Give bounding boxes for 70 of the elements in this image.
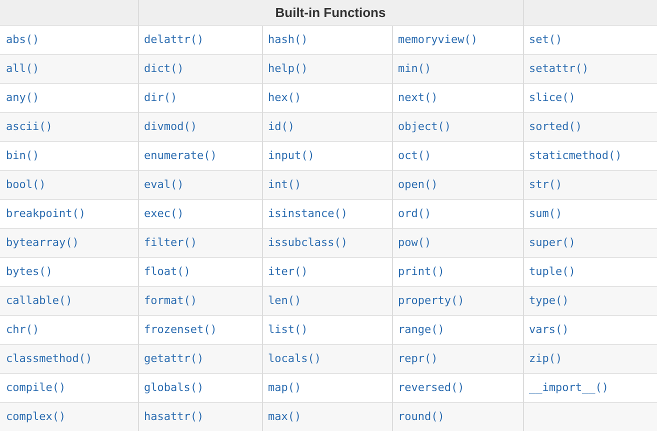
function-name: iter() xyxy=(268,265,308,278)
function-name: int() xyxy=(268,178,302,191)
function-name: delattr() xyxy=(144,33,204,46)
function-name: complex() xyxy=(6,410,66,423)
function-name: divmod() xyxy=(144,120,197,133)
function-name: __import__() xyxy=(529,381,608,394)
function-name: staticmethod() xyxy=(529,149,622,162)
function-name: abs() xyxy=(6,33,40,46)
function-name: hex() xyxy=(268,91,302,104)
function-name: type() xyxy=(529,294,569,307)
function-name: compile() xyxy=(6,381,66,394)
function-name: callable() xyxy=(6,294,72,307)
function-name: round() xyxy=(398,410,444,423)
function-name: isinstance() xyxy=(268,207,348,220)
function-name: print() xyxy=(398,265,444,278)
function-name: property() xyxy=(398,294,464,307)
function-name: bytearray() xyxy=(6,236,79,249)
function-name: issubclass() xyxy=(268,236,348,249)
function-name: locals() xyxy=(268,352,321,365)
function-name: sum() xyxy=(529,207,562,220)
function-name: open() xyxy=(398,178,438,191)
function-name: max() xyxy=(268,410,302,423)
function-name: frozenset() xyxy=(144,323,217,336)
function-name: ord() xyxy=(398,207,432,220)
function-name: globals() xyxy=(144,381,204,394)
function-name: slice() xyxy=(529,91,576,104)
function-name: classmethod() xyxy=(6,352,92,365)
function-name: map() xyxy=(268,381,302,394)
function-name: list() xyxy=(268,323,308,336)
function-name: vars() xyxy=(529,323,569,336)
function-name: len() xyxy=(268,294,302,307)
function-name: oct() xyxy=(398,149,432,162)
function-name: range() xyxy=(398,323,444,336)
function-name: repr() xyxy=(398,352,438,365)
function-name: bool() xyxy=(6,178,46,191)
function-name: enumerate() xyxy=(144,149,217,162)
function-name: bytes() xyxy=(6,265,52,278)
function-name: breakpoint() xyxy=(6,207,86,220)
function-name: memoryview() xyxy=(398,33,478,46)
function-name: getattr() xyxy=(144,352,204,365)
function-name: zip() xyxy=(529,352,562,365)
table-header: Built-in Functions xyxy=(275,5,386,20)
function-name: any() xyxy=(6,91,40,104)
function-name: help() xyxy=(268,62,308,75)
function-name: filter() xyxy=(144,236,197,249)
function-name: hash() xyxy=(268,33,308,46)
function-name: hasattr() xyxy=(144,410,204,423)
function-name: ascii() xyxy=(6,120,52,133)
function-name: float() xyxy=(144,265,190,278)
function-name: object() xyxy=(398,120,451,133)
function-name: input() xyxy=(268,149,314,162)
function-name: bin() xyxy=(6,149,40,162)
function-name: all() xyxy=(6,62,40,75)
function-name: tuple() xyxy=(529,265,576,278)
function-name: reversed() xyxy=(398,381,464,394)
function-name: min() xyxy=(398,62,432,75)
function-name: str() xyxy=(529,178,562,191)
function-name: sorted() xyxy=(529,120,582,133)
function-name: pow() xyxy=(398,236,432,249)
function-name: format() xyxy=(144,294,197,307)
function-name: exec() xyxy=(144,207,184,220)
function-name: id() xyxy=(268,120,294,133)
function-name: dict() xyxy=(144,62,184,75)
function-name: eval() xyxy=(144,178,184,191)
function-name: next() xyxy=(398,91,438,104)
function-name: set() xyxy=(529,33,562,46)
function-name: chr() xyxy=(6,323,40,336)
function-name: setattr() xyxy=(529,62,589,75)
function-name: dir() xyxy=(144,91,178,104)
function-name: super() xyxy=(529,236,576,249)
